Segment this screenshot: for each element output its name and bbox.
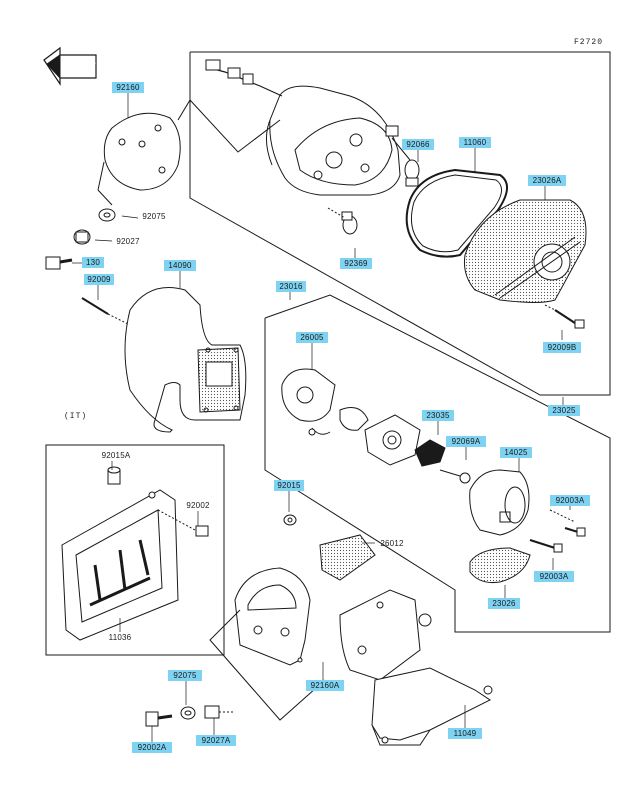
- socket-26005: [281, 368, 369, 436]
- part-label-92160[interactable]: 92160: [112, 82, 144, 93]
- license-plate-mount-11036: [61, 489, 179, 641]
- part-label-92002[interactable]: 92002: [186, 501, 210, 510]
- part-label-23026A[interactable]: 23026A: [528, 175, 566, 186]
- part-label-92003A-2[interactable]: 92003A: [534, 571, 574, 582]
- part-label-92069A[interactable]: 92069A: [446, 436, 486, 447]
- license-bracket-11049: [339, 589, 493, 746]
- part-label-92009B[interactable]: 92009B: [543, 342, 581, 353]
- part-label-92066[interactable]: 92066: [402, 139, 434, 150]
- part-label-92027A[interactable]: 92027A: [196, 735, 236, 746]
- bulb-92066: [385, 125, 420, 187]
- screw-92009B: [544, 304, 585, 329]
- reflector-26012: [319, 534, 376, 581]
- part-label-14025[interactable]: 14025: [500, 447, 532, 458]
- bulb-92369: [327, 207, 358, 235]
- part-label-92015[interactable]: 92015: [274, 480, 304, 491]
- part-label-130[interactable]: 130: [82, 257, 104, 268]
- part-label-11036[interactable]: 11036: [108, 633, 132, 642]
- part-label-11049[interactable]: 11049: [448, 728, 482, 739]
- holder-23035: [364, 414, 421, 466]
- leader-lines: [72, 93, 571, 742]
- tail-lamp-housing: [266, 85, 401, 196]
- inset-box: [45, 444, 225, 656]
- bolt-92002: [157, 509, 209, 537]
- lens-23026: [469, 547, 531, 583]
- part-label-26012[interactable]: 26012: [380, 539, 404, 548]
- part-label-92369[interactable]: 92369: [340, 258, 372, 269]
- part-label-92075-bottom[interactable]: 92075: [168, 670, 202, 681]
- front-label: FRONT: [61, 62, 97, 77]
- part-label-26005[interactable]: 26005: [296, 332, 328, 343]
- bracket-14090: [124, 287, 247, 433]
- inset-label: (IT): [64, 412, 88, 421]
- part-label-23025[interactable]: 23025: [548, 405, 580, 416]
- bulb-92069A: [414, 439, 471, 484]
- front-arrow-icon: [43, 46, 97, 86]
- bolt-130: [45, 256, 73, 270]
- nut-92027: [73, 229, 91, 245]
- part-label-11060[interactable]: 11060: [459, 137, 491, 148]
- part-label-92002A[interactable]: 92002A: [132, 742, 172, 753]
- part-label-92027[interactable]: 92027: [116, 237, 140, 246]
- screw-92003A-2: [529, 538, 563, 553]
- bolt-92002A: [145, 711, 173, 727]
- bracket-92160A: [209, 567, 326, 721]
- part-label-92160A[interactable]: 92160A: [306, 680, 344, 691]
- part-label-92009[interactable]: 92009: [84, 274, 114, 285]
- nut-92027A: [204, 705, 234, 719]
- lens-23026A: [464, 199, 587, 303]
- figure-reference: F2720: [574, 38, 604, 47]
- nut-92015A: [107, 466, 121, 485]
- screw-92009: [81, 297, 131, 326]
- part-label-92015A[interactable]: 92015A: [101, 451, 131, 460]
- washer-92075-bottom: [180, 706, 196, 720]
- base-plate-92160: [97, 99, 281, 206]
- part-label-23026[interactable]: 23026: [488, 598, 520, 609]
- washer-92015: [283, 514, 297, 526]
- part-label-92075-top[interactable]: 92075: [142, 212, 166, 221]
- screw-92003A-1: [549, 509, 586, 537]
- washer-92075-top: [98, 208, 116, 222]
- part-label-23016[interactable]: 23016: [276, 281, 306, 292]
- part-label-14090[interactable]: 14090: [164, 260, 196, 271]
- upper-assembly-outline: [189, 51, 611, 396]
- gasket-11060: [405, 168, 508, 258]
- cover-14025: [469, 469, 530, 536]
- part-label-92003A-1[interactable]: 92003A: [550, 495, 590, 506]
- part-label-23035[interactable]: 23035: [422, 410, 454, 421]
